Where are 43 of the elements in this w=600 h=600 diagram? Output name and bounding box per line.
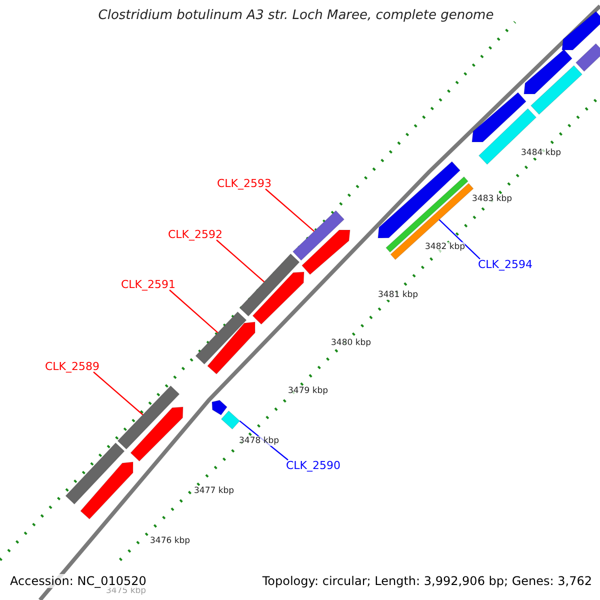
gene-label: CLK_2594	[478, 258, 533, 271]
leader-line	[216, 240, 265, 282]
gene-bar	[386, 176, 468, 253]
gene-bar	[239, 253, 300, 317]
tick-label: 3480 kbp	[331, 338, 372, 348]
diagram-title: Clostridium botulinum A3 str. Loch Maree, complete genome	[97, 8, 495, 23]
gene-bar	[195, 311, 247, 365]
leader-line	[265, 188, 315, 232]
gene-bar	[575, 43, 600, 72]
gene-bar	[292, 210, 345, 261]
gene-label: CLK_2590	[286, 459, 341, 472]
gene-feature	[472, 92, 526, 142]
gene-label: CLK_2589	[45, 360, 100, 373]
gene-feature	[252, 272, 304, 325]
gene-feature	[130, 406, 184, 462]
tick-label: 3484 kbp	[521, 148, 562, 158]
tick-label: 3483 kbp	[472, 194, 512, 204]
tick-label: 3476 kbp	[150, 536, 190, 546]
gene-feature	[80, 462, 134, 520]
gene-label: CLK_2592	[168, 228, 223, 241]
gene-bar	[220, 410, 240, 430]
gene-bar	[390, 182, 474, 260]
tick-label: 3481 kbp	[378, 290, 418, 300]
gene-feature	[378, 161, 460, 238]
tick-label: 3478 kbp	[239, 436, 280, 446]
gene-feature	[562, 11, 600, 50]
gene-feature	[207, 322, 256, 374]
info-text: Accession: NC_010520	[10, 574, 146, 588]
info-text: Topology: circular; Length: 3,992,906 bp; Genes: 3,762	[262, 574, 592, 588]
tick-label: 3479 kbp	[288, 386, 328, 396]
leader-line	[93, 372, 144, 416]
tick-label: 3477 kbp	[194, 486, 234, 496]
gene-bar	[530, 65, 582, 115]
gene-feature	[524, 49, 572, 94]
gene-label: CLK_2591	[121, 278, 176, 291]
gene-feature	[302, 230, 350, 275]
gene-bar	[65, 442, 125, 505]
gene-label: CLK_2593	[217, 177, 272, 190]
gene-feature	[212, 400, 228, 416]
gene-bar	[117, 385, 180, 450]
tick-label: 3482 kbp	[425, 242, 466, 252]
leader-line	[169, 290, 218, 334]
leader-line	[438, 219, 480, 260]
